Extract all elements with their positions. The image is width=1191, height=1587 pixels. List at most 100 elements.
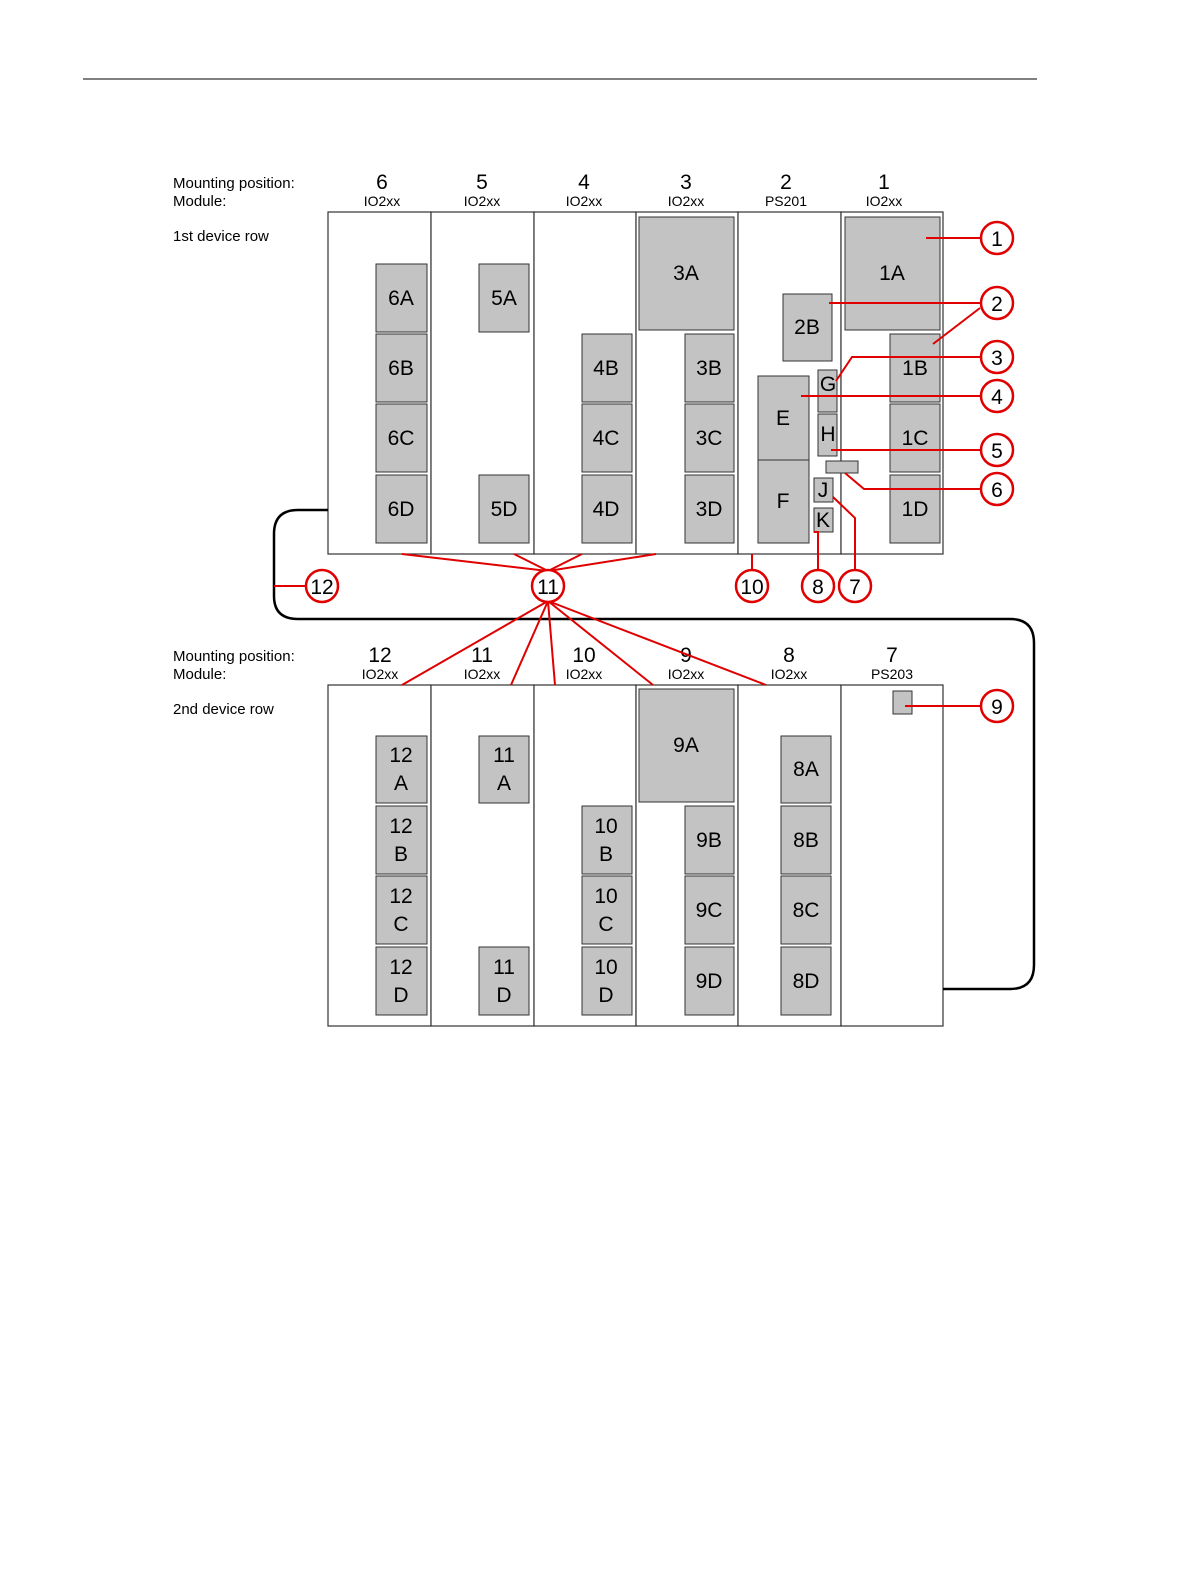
svg-text:7: 7 xyxy=(849,576,861,599)
slot-3C xyxy=(684,403,735,473)
mounting-position-label-2: Mounting position: xyxy=(173,648,295,665)
row2-mod-11: IO2xx xyxy=(464,666,501,682)
label-5A: 5A xyxy=(491,287,517,310)
row2-pos-12: 12 xyxy=(368,644,391,667)
label-3D: 3D xyxy=(696,498,723,521)
slot-2B xyxy=(782,293,833,362)
label-11D-letter: D xyxy=(496,984,511,1007)
row2-mod-9: IO2xx xyxy=(668,666,705,682)
label-10C-num: 10 xyxy=(594,885,617,908)
label-10D-letter: D xyxy=(598,984,613,1007)
svg-text:6: 6 xyxy=(991,479,1003,502)
slot-5D xyxy=(478,474,530,544)
row1-pos-6: 6 xyxy=(376,171,388,194)
label-11D-num: 11 xyxy=(493,956,515,979)
label-3A: 3A xyxy=(673,262,699,285)
slot-3D xyxy=(684,474,735,544)
slot-ps203-led xyxy=(892,690,913,715)
label-8C: 8C xyxy=(793,899,820,922)
leader-lines xyxy=(274,237,981,707)
svg-text:8: 8 xyxy=(812,576,824,599)
row2-mod-8: IO2xx xyxy=(771,666,808,682)
callout-11: 11 xyxy=(530,568,566,604)
label-3C: 3C xyxy=(696,427,723,450)
row2-label: 2nd device row xyxy=(173,701,274,718)
label-K: K xyxy=(816,509,830,532)
slot-1A xyxy=(844,216,941,331)
slot-5A xyxy=(478,263,530,333)
row1-mod-6: IO2xx xyxy=(364,193,401,209)
slot-9D xyxy=(684,946,735,1016)
label-4C: 4C xyxy=(593,427,620,450)
callout-9: 9 xyxy=(979,688,1015,724)
svg-text:10: 10 xyxy=(740,576,763,599)
label-6C: 6C xyxy=(388,427,415,450)
slot-F xyxy=(757,459,810,544)
slot-6A xyxy=(375,263,428,333)
label-9A: 9A xyxy=(673,734,699,757)
row1-mod-5: IO2xx xyxy=(464,193,501,209)
row1-position-headers: 6 IO2xx 5 IO2xx 4 IO2xx 3 IO2xx 2 PS201 … xyxy=(364,171,903,209)
label-6D: 6D xyxy=(388,498,415,521)
row1-mod-3: IO2xx xyxy=(668,193,705,209)
label-11A-num: 11 xyxy=(493,744,515,767)
label-3B: 3B xyxy=(696,357,722,380)
slot-8A xyxy=(780,735,832,804)
row1-pos-2: 2 xyxy=(780,171,792,194)
leader-8 xyxy=(814,531,819,571)
slot-6C xyxy=(375,403,428,473)
svg-text:5: 5 xyxy=(991,440,1003,463)
label-11A-letter: A xyxy=(497,772,511,795)
leader-6 xyxy=(844,472,980,490)
svg-text:12: 12 xyxy=(310,576,333,599)
slot-K xyxy=(813,507,834,533)
label-10B-letter: B xyxy=(599,843,613,866)
slot-1C xyxy=(889,403,941,473)
module-label: Module: xyxy=(173,193,226,210)
slot-11A xyxy=(478,735,530,804)
label-10B-num: 10 xyxy=(594,815,617,838)
label-8B: 8B xyxy=(793,829,819,852)
label-12D-letter: D xyxy=(393,984,408,1007)
label-F: F xyxy=(777,490,790,513)
leader-11-up-d xyxy=(547,553,657,572)
slot-8B xyxy=(780,805,832,875)
label-G: G xyxy=(820,373,836,396)
label-10C-letter: C xyxy=(598,913,613,936)
callout-10: 10 xyxy=(734,568,770,604)
label-12C-num: 12 xyxy=(389,885,412,908)
slot-connector xyxy=(825,460,859,474)
label-4D: 4D xyxy=(593,498,620,521)
row2-pos-10: 10 xyxy=(572,644,595,667)
label-2B: 2B xyxy=(794,316,820,339)
row2-position-headers: 12 IO2xx 11 IO2xx 10 IO2xx 9 IO2xx 8 IO2… xyxy=(362,644,914,682)
module-7 xyxy=(840,684,944,1027)
label-12D-num: 12 xyxy=(389,956,412,979)
label-12A-letter: A xyxy=(394,772,408,795)
slot-11D xyxy=(478,946,530,1016)
row1-label: 1st device row xyxy=(173,228,269,245)
label-J: J xyxy=(818,479,829,502)
row2-slots xyxy=(375,688,913,1016)
label-10D-num: 10 xyxy=(594,956,617,979)
svg-text:1: 1 xyxy=(991,228,1003,251)
callout-7: 7 xyxy=(837,568,873,604)
slot-3A xyxy=(638,216,735,331)
slot-8C xyxy=(780,875,832,945)
label-9B: 9B xyxy=(696,829,722,852)
slot-9C xyxy=(684,875,735,945)
row2-pos-11: 11 xyxy=(471,644,493,667)
leader-11-down-c xyxy=(547,600,556,686)
row2-mod-12: IO2xx xyxy=(362,666,399,682)
leader-11-up-a xyxy=(401,553,549,572)
leader-11-down-e xyxy=(547,600,767,686)
slot-10D xyxy=(581,946,633,1016)
svg-text:4: 4 xyxy=(991,386,1003,409)
slot-12B xyxy=(375,805,428,875)
row1-pos-3: 3 xyxy=(680,171,692,194)
callout-1: 1 xyxy=(979,220,1015,256)
label-12A-num: 12 xyxy=(389,744,412,767)
slot-J xyxy=(813,477,834,503)
label-5D: 5D xyxy=(491,498,518,521)
